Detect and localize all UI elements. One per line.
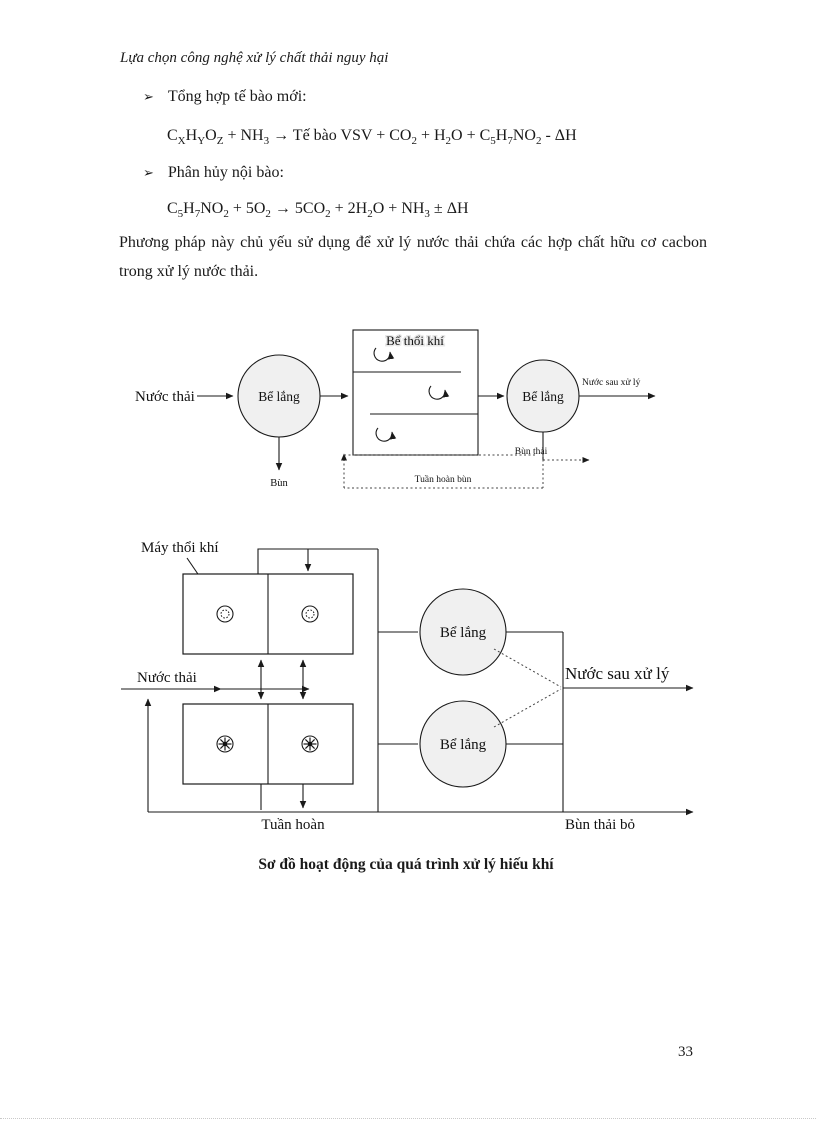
mixer-icon [216, 735, 234, 753]
equation-1: CXHYOZ + NH3 → Tế bào VSV + CO2 + H2O + … [167, 127, 577, 148]
collector-dotted-line [493, 648, 562, 688]
bullet-item-2: ➢ Phân hủy nội bào: [143, 164, 284, 182]
aeration-tank-label: Bể thổi khí [386, 333, 444, 348]
recycle-label: Tuần hoàn bùn [415, 474, 472, 485]
bullet-2-label: Phân hủy nội bào: [167, 164, 284, 181]
bullet-arrow-icon: ➢ [143, 166, 154, 181]
influent-label: Nước thải [137, 670, 197, 686]
clarifier-bottom-label: Bể lắng [440, 737, 487, 753]
recycle-label: Tuần hoàn [261, 817, 325, 833]
air-header-line [257, 548, 378, 574]
clarifier-1-label: Bể lắng [258, 389, 300, 404]
blower-label: Máy thổi khí [141, 540, 219, 556]
diffuser-icon [216, 605, 234, 623]
page-bottom-edge [0, 1118, 816, 1119]
diagram-activated-sludge-flow: Nước thải Bể lắng Bể thổi khí Bể lắng Nư… [135, 329, 656, 489]
effluent-label: Nước sau xử lý [582, 378, 641, 388]
bullet-item-1: ➢ Tổng hợp tế bào mới: [143, 88, 307, 106]
effluent-label: Nước sau xử lý [565, 664, 670, 683]
flow-swirl-arrow [375, 427, 397, 442]
collector-dotted-line [493, 688, 562, 728]
aeration-tank-rect [352, 329, 479, 456]
flow-swirl-arrow [428, 385, 450, 400]
page-header: Lựa chọn công nghệ xử lý chất thải nguy … [120, 50, 389, 66]
figure-caption: Sơ đồ hoạt động của quá trình xử lý hiếu… [258, 856, 554, 873]
equation-2: C5H7NO2 + 5O2 → 5CO2 + 2H2O + NH3 ± ΔH [167, 200, 469, 221]
bullet-arrow-icon: ➢ [143, 90, 154, 105]
clarifier-2-label: Bể lắng [522, 389, 564, 404]
clarifier-top-label: Bể lắng [440, 625, 487, 641]
waste-label: Bùn thải bỏ [565, 817, 635, 833]
body-paragraph: Phương pháp này chủ yếu sử dụng để xử lý… [119, 234, 707, 280]
flow-swirl-arrow [373, 347, 395, 362]
bullet-1-label: Tổng hợp tế bào mới: [167, 88, 307, 105]
influent-label: Nước thải [135, 389, 195, 405]
page-number: 33 [678, 1044, 693, 1060]
diagram-aerobic-operation: Máy thổi khí Nước thải [121, 540, 694, 833]
mixer-icon [301, 735, 319, 753]
waste-sludge-label: Bùn thải [515, 447, 548, 457]
diffuser-icon [301, 605, 319, 623]
sludge-label: Bùn [270, 478, 288, 489]
